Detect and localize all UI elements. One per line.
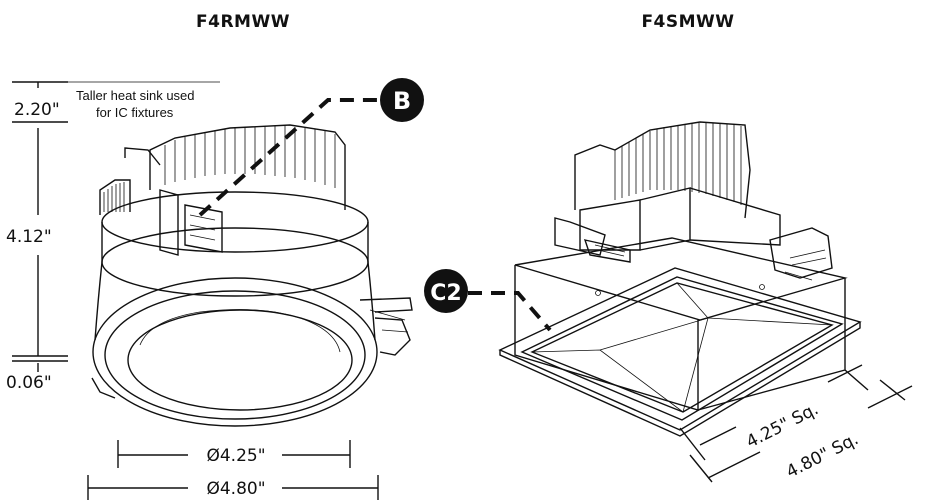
inner-diameter-label: Ø4.25" [206,446,265,466]
square-dimension-lines [679,364,913,483]
outer-diameter-label: Ø4.80" [206,479,265,499]
diameter-dimension-lines [87,440,379,500]
body-height-label: 4.12" [6,227,52,247]
callout-b-label: B [393,87,411,115]
callout-c2-leader [468,291,552,332]
heatsink-fins [99,124,346,215]
flange-height-label: 0.06" [6,373,52,393]
callout-b-leader [198,98,382,217]
square-fixture-drawing [498,121,862,437]
callout-c2-badge [424,269,468,313]
round-fixture-drawing [91,124,413,427]
heatsink-height-label: 2.20" [14,100,60,120]
callout-b-badge [380,78,424,122]
note-line-1: Taller heat sink used [76,88,195,103]
callout-c2-label: C2 [430,281,461,306]
left-vertical-dimension-lines [12,81,220,372]
inner-square-label: 4.25" Sq. [743,399,822,452]
note-line-2: for IC fixtures [96,105,174,120]
outer-square-label: 4.80" Sq. [783,429,862,482]
left-model-title: F4RMWW [196,12,290,32]
right-model-title: F4SMWW [641,12,734,32]
